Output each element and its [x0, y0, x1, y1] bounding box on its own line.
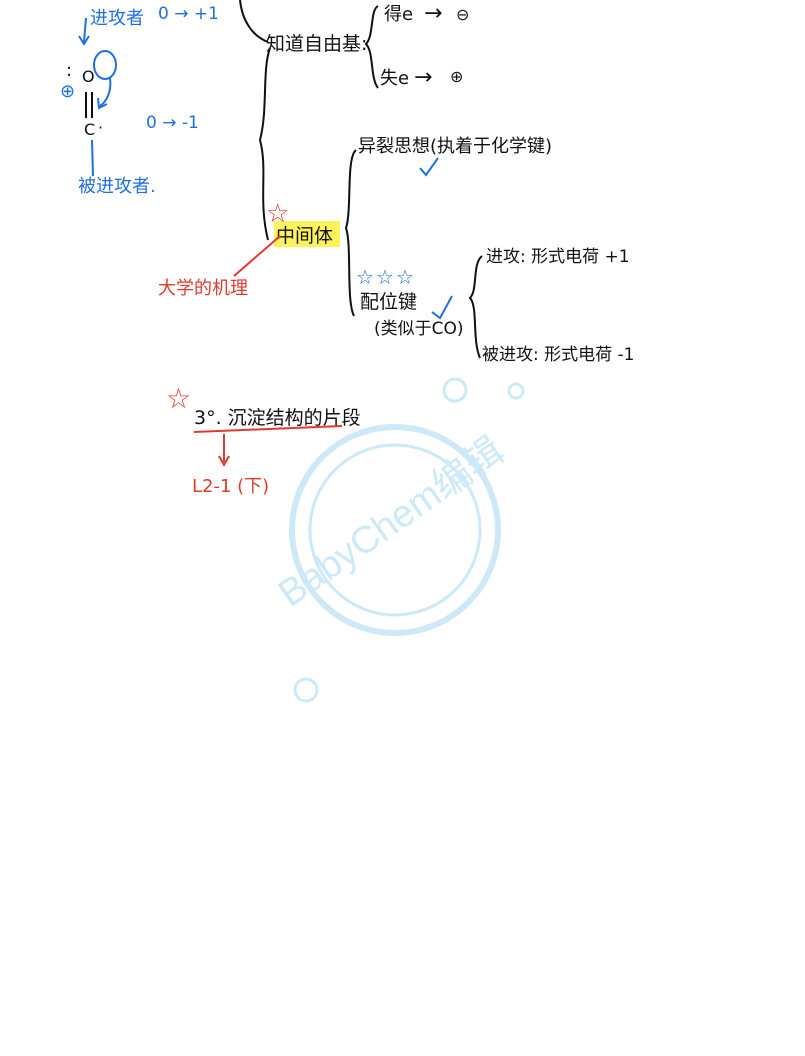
- mechanism-arrow: [233, 235, 281, 277]
- attacker-charge-change: 0 → +1: [158, 4, 219, 24]
- coordinate-brace: [468, 255, 483, 359]
- attacked-arrow: [91, 139, 94, 177]
- star-icon: ☆: [166, 382, 191, 415]
- gain-arrow: →: [424, 1, 442, 26]
- left-sketch: 进攻者 0 → +1 : O ⊕ C · 0 → -1 被进攻者.: [60, 4, 219, 197]
- section-3-arrow-head: [218, 455, 230, 468]
- watermark-bubble: [293, 677, 319, 703]
- lose-arrow: →: [414, 65, 432, 90]
- tree-line-top: [239, 0, 269, 43]
- attacked-branch-label: 被进攻: 形式电荷 -1: [482, 345, 635, 365]
- star-icon: ☆: [396, 265, 414, 289]
- lose-electron-label: 失e: [380, 68, 409, 89]
- plus-charge-icon: ⊕: [60, 81, 75, 102]
- coordinate-bond-note: (类似于CO): [374, 319, 464, 339]
- attacker-arrow: [83, 17, 87, 43]
- red-marks: ☆ 大学的机理: [158, 199, 289, 299]
- plus-circle-icon: ⊕: [450, 67, 463, 86]
- check-icon: [419, 157, 439, 177]
- intermediate-label: 中间体: [276, 225, 333, 247]
- check-icon: [431, 295, 453, 320]
- lone-pair: :: [66, 60, 72, 81]
- heterolysis-label: 异裂思想(执着于化学键): [358, 136, 552, 157]
- section-3-title: 3°. 沉淀结构的片段: [194, 407, 361, 429]
- mechanism-label: 大学的机理: [158, 278, 248, 299]
- attacked-label: 被进攻者.: [78, 176, 156, 197]
- watermark-bubble: [507, 382, 525, 400]
- main-brace: [258, 47, 271, 241]
- free-radical-label: 知道自由基:: [266, 33, 367, 55]
- carbon-dot: ·: [98, 118, 103, 137]
- star-icon: ☆: [356, 265, 374, 289]
- electron-push-arrow-head: [97, 97, 108, 110]
- minus-circle-icon: ⊖: [456, 5, 469, 24]
- electron-push-arrow: [99, 77, 112, 107]
- section-3: ☆ 3°. 沉淀结构的片段 L2-1 (下): [166, 382, 361, 497]
- attacker-branch-label: 进攻: 形式电荷 +1: [486, 247, 630, 267]
- section-3-underline: [193, 425, 343, 433]
- watermark-bubble: [442, 377, 468, 403]
- intermediate-brace: [344, 149, 357, 317]
- star-icon: ☆: [376, 265, 394, 289]
- carbon-atom: C: [84, 120, 95, 139]
- gain-electron-label: 得e: [384, 4, 413, 25]
- coordinate-bond-label: 配位键: [360, 291, 417, 313]
- attacker-arrow-head: [78, 35, 90, 46]
- star-icon: ☆: [266, 199, 289, 229]
- watermark-text: BabyChem编辑: [271, 430, 511, 616]
- intermediate-highlight: [274, 221, 340, 247]
- attacker-label: 进攻者: [90, 8, 144, 29]
- section-3-ref: L2-1 (下): [192, 476, 269, 497]
- radical-brace: [364, 5, 379, 89]
- concept-tree: 知道自由基: 得e → ⊖ 失e → ⊕ 中间体 异裂思想(执着于化学键) 配位…: [239, 0, 635, 365]
- oxygen-atom: O: [82, 67, 95, 86]
- blue-marks: ☆ ☆ ☆: [356, 157, 453, 320]
- watermark-outer-ring: [289, 424, 501, 636]
- lone-pair-circle: [93, 50, 117, 80]
- attacked-charge-change: 0 → -1: [146, 113, 199, 133]
- watermark-inner-ring: [308, 443, 482, 617]
